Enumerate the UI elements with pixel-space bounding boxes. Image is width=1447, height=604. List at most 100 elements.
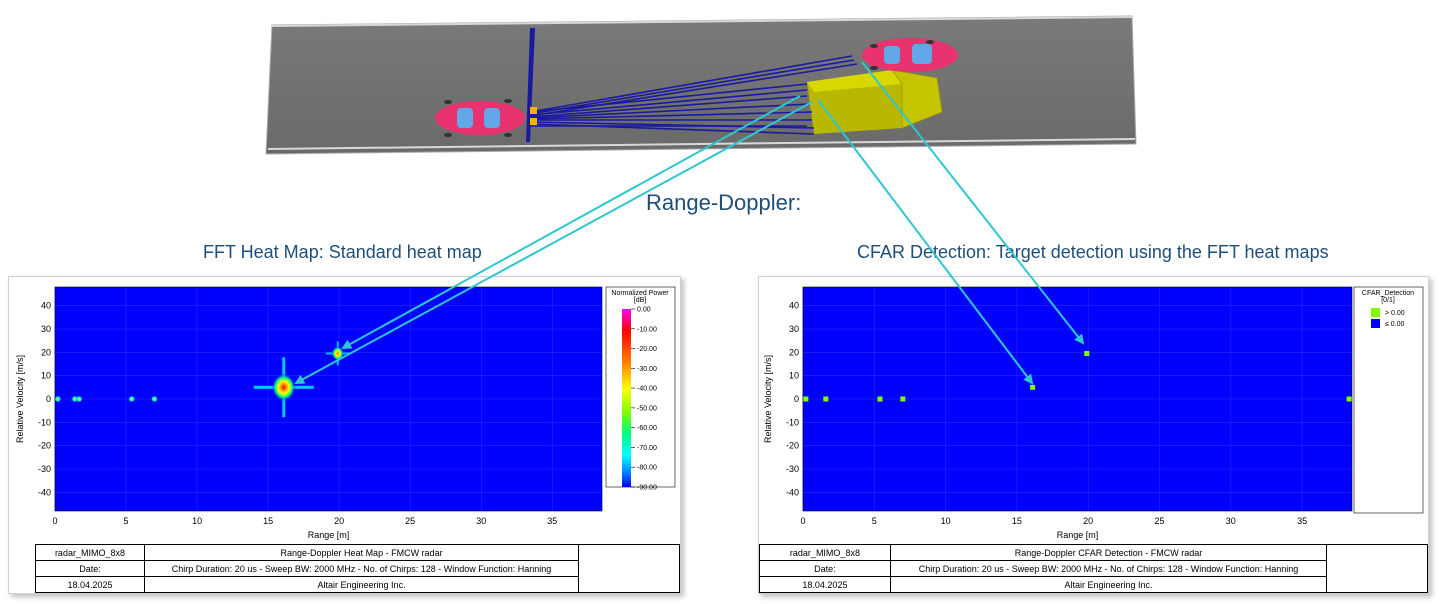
fft-info-table: radar_MIMO_8x8 Range-Doppler Heat Map - … — [35, 544, 680, 593]
fft-ytick-label: 10 — [41, 371, 51, 381]
colorbar-tick-label: -50.00 — [637, 405, 657, 412]
fft-peak — [150, 395, 158, 403]
fft-ytick-label: 20 — [41, 347, 51, 357]
cfar-info-table: radar_MIMO_8x8 Range-Doppler CFAR Detect… — [759, 544, 1428, 593]
cfar-legend: CFAR_Detection [0/1] > 0.00 ≤ 0.00 — [1353, 286, 1424, 514]
fft-xtick-label: 0 — [52, 516, 57, 526]
target-car — [862, 38, 958, 72]
cfar-xtick-label: 35 — [1297, 516, 1307, 526]
fft-peak — [331, 346, 344, 361]
cfar-xtick-label: 0 — [800, 516, 805, 526]
plot-title: Range-Doppler Heat Map - FMCW radar — [143, 544, 580, 561]
legend-label-not-detected: ≤ 0.00 — [1385, 321, 1405, 328]
cfar-ytick-label: 0 — [794, 394, 799, 404]
fft-xtick-label: 15 — [263, 516, 273, 526]
fft-xtick-label: 20 — [334, 516, 344, 526]
cfar-ytick-label: 30 — [789, 324, 799, 334]
cfar-ytick-label: 20 — [789, 347, 799, 357]
colorbar-tick-label: -40.00 — [637, 386, 657, 393]
company-name: Altair Engineering Inc. — [889, 576, 1328, 593]
project-name: radar_MIMO_8x8 — [759, 544, 891, 561]
colorbar-title: Normalized Power — [611, 290, 669, 297]
cfar-detection-chart: 0 5 10 15 20 25 30 35 40 30 20 10 0 -10 -20 -30 -40Range… — [763, 286, 1424, 540]
cfar-detection-mark — [900, 396, 906, 402]
cfar-detection-mark — [1084, 351, 1090, 356]
cfar-xtick-label: 10 — [941, 516, 951, 526]
colorbar-tick-label: -90.00 — [637, 485, 657, 492]
cfar-ytick-label: 40 — [789, 301, 799, 311]
colorbar-gradient — [622, 309, 631, 487]
scene-3d-view — [265, 15, 1137, 155]
logo-cell — [578, 544, 680, 593]
legend-label-detected: > 0.00 — [1385, 310, 1405, 317]
fft-peak — [75, 395, 83, 403]
cfar-ytick-label: -40 — [786, 487, 799, 497]
cfar-xtick-label: 5 — [872, 516, 877, 526]
fft-peak — [128, 395, 136, 403]
cfar-detection-mark — [1030, 384, 1036, 390]
cfar-legend-title: CFAR_Detection — [1362, 290, 1414, 297]
cfar-detection-caption: CFAR Detection: Target detection using t… — [857, 242, 1329, 262]
fft-ytick-label: 0 — [46, 394, 51, 404]
range-doppler-title: Range-Doppler: — [646, 190, 802, 215]
fft-ylabel: Relative Velocity [m/s] — [15, 355, 25, 443]
project-name: radar_MIMO_8x8 — [35, 544, 145, 561]
fft-xtick-label: 25 — [405, 516, 415, 526]
fft-ytick-label: 40 — [41, 301, 51, 311]
fft-ytick-label: -20 — [38, 441, 51, 451]
cfar-legend-unit: [0/1] — [1381, 297, 1395, 304]
cfar-ytick-label: 10 — [789, 371, 799, 381]
fft-xtick-label: 10 — [192, 516, 202, 526]
plot-title: Range-Doppler CFAR Detection - FMCW rada… — [889, 544, 1328, 561]
company-name: Altair Engineering Inc. — [143, 576, 580, 593]
cfar-xtick-label: 25 — [1154, 516, 1164, 526]
colorbar-tick-label: -30.00 — [637, 366, 657, 373]
date-label: Date: — [35, 560, 145, 577]
fft-peak — [54, 395, 62, 403]
fft-ytick-label: 30 — [41, 324, 51, 334]
colorbar-tick-label: -60.00 — [637, 425, 657, 432]
colorbar-tick-label: 0.00 — [637, 307, 651, 314]
colorbar-tick-label: -70.00 — [637, 445, 657, 452]
cfar-detection-mark — [823, 396, 829, 402]
cfar-ytick-label: -20 — [786, 441, 799, 451]
fft-xlabel: Range [m] — [308, 530, 350, 540]
cfar-xlabel: Range [m] — [1057, 530, 1099, 540]
fft-peak — [271, 373, 296, 402]
road-guardrail-top — [271, 16, 1133, 27]
cfar-ytick-label: -30 — [786, 464, 799, 474]
fft-ytick-label: -40 — [38, 487, 51, 497]
cfar-detection-mark — [803, 396, 809, 402]
cfar-xtick-label: 15 — [1012, 516, 1022, 526]
legend-swatch-detected — [1371, 308, 1380, 317]
date-label: Date: — [759, 560, 891, 577]
cfar-detection-mark — [1346, 396, 1352, 402]
fft-heat-map-caption: FFT Heat Map: Standard heat map — [203, 242, 482, 262]
colorbar-tick-label: -20.00 — [637, 346, 657, 353]
legend-swatch-not-detected — [1371, 319, 1380, 328]
colorbar-legend: Normalized Power [dB] 0.00 -10.00 -20.00 -3… — [605, 286, 676, 492]
fft-ytick-label: -10 — [38, 417, 51, 427]
fft-ytick-label: -30 — [38, 464, 51, 474]
cfar-detection-mark — [877, 396, 883, 402]
date-value: 18.04.2025 — [35, 576, 145, 593]
cfar-ytick-label: -10 — [786, 417, 799, 427]
fft-heatmap-chart: 0 5 10 15 20 25 30 35 40 30 20 10 0 -10 -20 -30 -40Range… — [15, 286, 676, 540]
cfar-plot-area: 0 5 10 15 20 25 30 35 40 30 20 10 0 -10 -20 -30 -40Range… — [763, 286, 1353, 540]
fft-xtick-label: 5 — [124, 516, 129, 526]
colorbar-tick-label: -80.00 — [637, 465, 657, 472]
parameters-text: Chirp Duration: 20 us - Sweep BW: 2000 M… — [143, 560, 580, 577]
cfar-xtick-label: 20 — [1083, 516, 1093, 526]
fft-xtick-label: 35 — [547, 516, 557, 526]
logo-cell — [1326, 544, 1428, 593]
date-value: 18.04.2025 — [759, 576, 891, 593]
cfar-ylabel: Relative Velocity [m/s] — [763, 355, 773, 443]
fft-heatmap-plot-area: 0 5 10 15 20 25 30 35 40 30 20 10 0 -10 -20 -30 -40Range… — [15, 286, 603, 540]
colorbar-unit: [dB] — [634, 297, 647, 304]
cfar-xtick-label: 30 — [1226, 516, 1236, 526]
fft-xtick-label: 30 — [476, 516, 486, 526]
colorbar-tick-label: -10.00 — [637, 326, 657, 333]
parameters-text: Chirp Duration: 20 us - Sweep BW: 2000 M… — [889, 560, 1328, 577]
